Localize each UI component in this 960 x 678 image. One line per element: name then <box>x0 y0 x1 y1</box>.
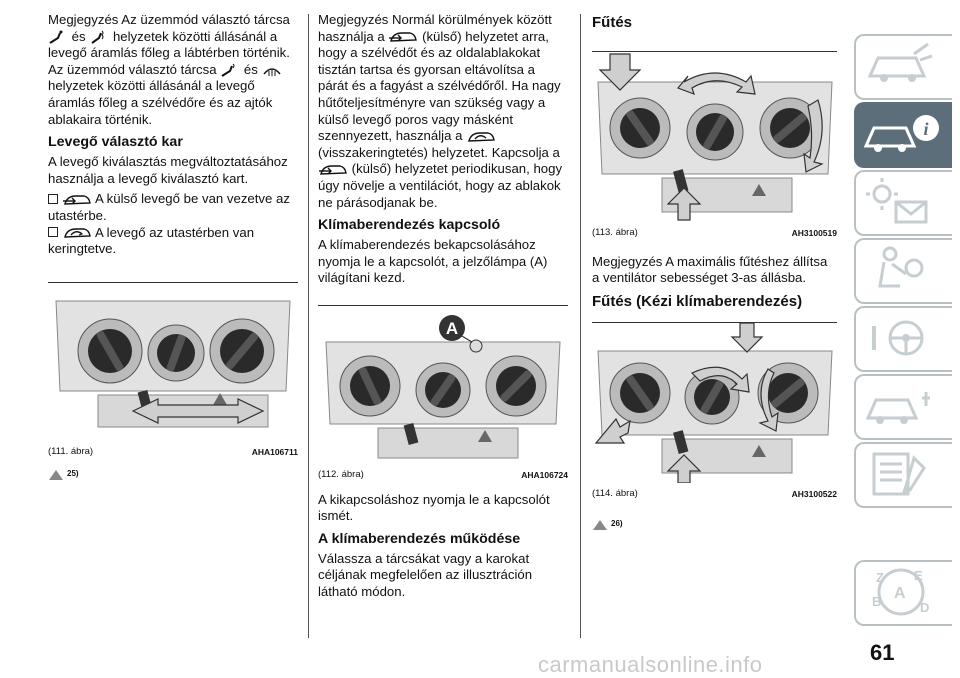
column-divider <box>308 14 309 638</box>
chapter-tab-servicing[interactable] <box>854 442 952 508</box>
recirculation-icon <box>468 131 495 142</box>
alphabet-index-icon: Z EAB D <box>872 568 929 616</box>
warning-light-message-icon <box>866 178 928 224</box>
column-3: Fűtés (113. ábra) AH3100519 Megjegyzés A … <box>592 12 837 533</box>
feet-vent-icon <box>49 30 63 44</box>
chapter-tab-dashboard[interactable] <box>854 34 952 100</box>
figure-114: (114. ábra) AH3100522 <box>592 321 837 503</box>
bullet <box>48 227 58 238</box>
figure-caption: (113. ábra) <box>592 227 638 238</box>
car-emergency-icon <box>865 392 930 424</box>
svg-text:B: B <box>872 594 881 609</box>
car-info-icon: i <box>863 115 939 152</box>
column-divider <box>580 14 581 638</box>
bullet <box>48 193 58 204</box>
paragraph: A levegő kiválasztás megváltoztatásához … <box>48 154 288 186</box>
chapter-tab-warning-lights[interactable] <box>854 170 952 236</box>
svg-text:Z: Z <box>876 570 884 585</box>
climate-panel-illustration <box>55 300 291 428</box>
figure-111: (111. ábra) AHA106711 <box>48 281 298 461</box>
feet-vent-icon <box>221 63 235 78</box>
figure-caption: (111. ábra) <box>48 445 94 457</box>
climate-panel-illustration: A <box>325 314 561 459</box>
figure-code: AHA106711 <box>251 446 298 457</box>
note-paragraph: Megjegyzés Az üzemmód választó tárcsa és… <box>48 12 290 127</box>
section-heading: Fűtés <box>592 14 633 31</box>
watermark: carmanualsonline.info <box>538 652 763 677</box>
column-1: Megjegyzés Az üzemmód választó tárcsa és… <box>48 12 298 483</box>
feet-defrost-icon <box>91 30 104 44</box>
chapter-tab-safety[interactable] <box>854 238 952 304</box>
figure-code: AH3100522 <box>791 488 837 499</box>
page-number: 61 <box>870 640 895 665</box>
section-heading: Fűtés (Kézi klímaberendezés) <box>592 292 803 310</box>
note-paragraph: Megjegyzés A maximális fűtéshez állítsa … <box>592 253 828 286</box>
note-paragraph: Megjegyzés Normál körülmények között has… <box>318 12 563 210</box>
figure-caption: (112. ábra) <box>318 468 364 480</box>
climate-panel-illustration <box>597 53 833 221</box>
figure-112: A (112. ábra) AHA106724 <box>318 304 568 484</box>
paragraph: A kikapcsoláshoz nyomja le a kapcsolót i… <box>318 491 550 524</box>
outside-air-icon <box>63 195 91 205</box>
paragraph: A klímaberendezés bekapcsolásához nyomja… <box>318 237 548 286</box>
section-heading: Levegő választó kar <box>48 134 183 151</box>
warning-note-icon <box>593 519 607 530</box>
svg-text:A: A <box>894 585 906 602</box>
windshield-defrost-icon <box>262 68 281 77</box>
figure-code: AH3100519 <box>791 228 837 238</box>
svg-text:E: E <box>914 568 923 583</box>
svg-text:D: D <box>920 600 929 615</box>
figure-caption: (114. ábra) <box>592 487 638 499</box>
section-heading: A klímaberendezés működése <box>318 530 521 547</box>
airbag-seat-icon <box>878 246 924 288</box>
svg-text:i: i <box>923 119 928 139</box>
column-2: Megjegyzés Normál körülmények között has… <box>318 12 568 604</box>
figure-113: (113. ábra) AH3100519 <box>592 51 837 242</box>
figure-code: AHA106724 <box>521 469 568 480</box>
note-reference: 26) <box>592 516 837 533</box>
climate-panel-illustration <box>594 322 833 483</box>
chapter-tab-in-an-emergency[interactable] <box>854 374 952 440</box>
outside-air-icon <box>319 165 347 175</box>
section-heading: Klímaberendezés kapcsoló <box>318 217 501 234</box>
paragraph: Válassza a tárcsákat vagy a karokat célj… <box>318 550 533 599</box>
list-item: A külső levegő be van vezetve az utastér… <box>48 191 290 223</box>
car-dashboard-icon <box>867 42 933 82</box>
warning-note-icon <box>49 469 63 480</box>
outside-air-icon <box>389 32 418 42</box>
chapter-tab-knowing-your-vehicle[interactable]: i <box>854 102 952 168</box>
service-checklist-icon <box>872 452 926 496</box>
list-item: A levegő az utastérben van keringtetve. <box>48 224 255 257</box>
chapter-tab-starting-driving[interactable] <box>854 306 952 372</box>
steering-wheel-icon <box>872 320 924 356</box>
recirculation-icon <box>64 228 91 238</box>
callout-marker: A <box>446 319 458 338</box>
note-reference: 25) <box>48 466 298 483</box>
